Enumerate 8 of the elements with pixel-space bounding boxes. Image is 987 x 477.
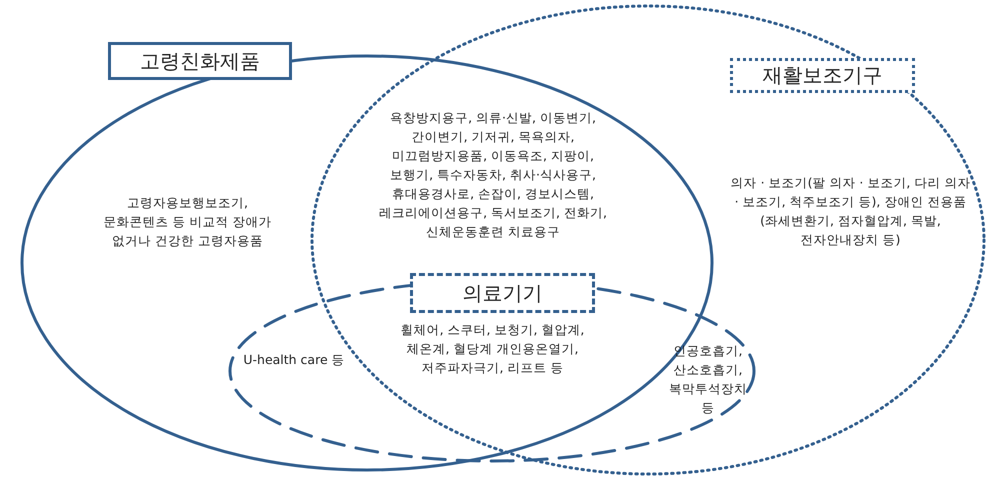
set-title: 의료기기 <box>410 273 595 313</box>
region-text: U-health care 등 <box>242 351 346 369</box>
region-text: 의자 · 보조기(팔 의자 · 보조기, 다리 의자 · 보조기, 척주보조기 등), 장애인 전용품(좌세변환기, 점자혈압계, 목발, 전자안내장치 등) <box>730 174 972 249</box>
set-title: 재활보조기구 <box>730 58 915 93</box>
set-title: 고령친화제품 <box>108 42 292 80</box>
region-text: 휠체어, 스쿠터, 보청기, 혈압계, 체온계, 혈당계 개인용온열기, 저주파자극기, 리프트 등 <box>400 321 586 377</box>
region-text: 고령자용보행보조기, 문화콘텐츠 등 비교적 장애가 없거나 건강한 고령자용품 <box>102 194 272 250</box>
region-text: 욕창방지용구, 의류·신발, 이동변기, 간이변기, 기저귀, 목욕의자, 미끄럼방지용품, 이동욕조, 지팡이, 보행기, 특수자동차, 취사·식사용구, 휴대용경사로, 손잡이, 경보시스템, 레크리에이션용구, 독서보조기, 전화기, 신체운동훈련 치료용구 <box>378 109 608 241</box>
